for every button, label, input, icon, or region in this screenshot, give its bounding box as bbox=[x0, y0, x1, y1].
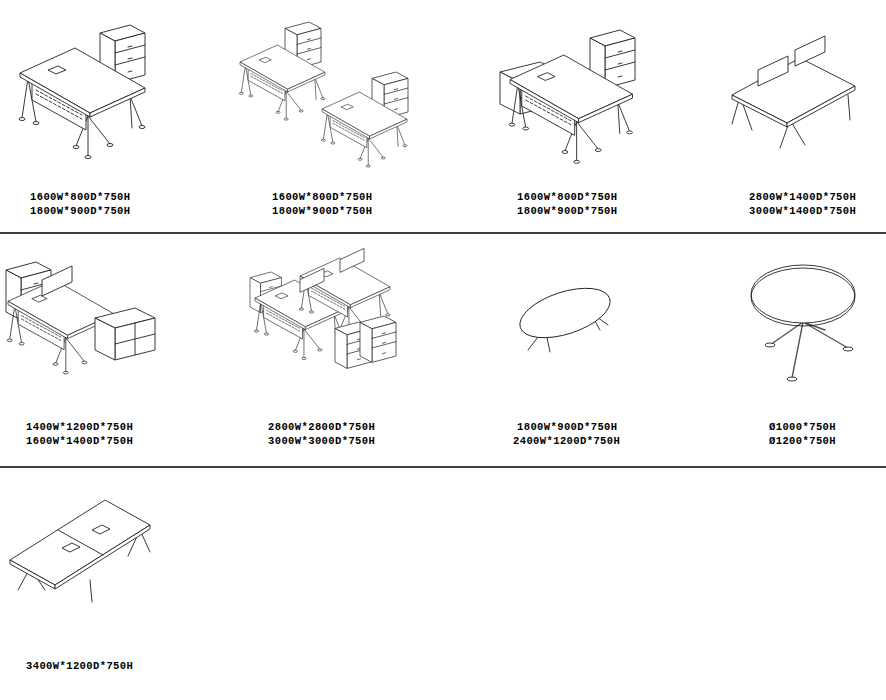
dimension-label: Ø1200*750H bbox=[769, 435, 836, 448]
desk-set-1 bbox=[19, 25, 145, 159]
dimension-label: 2800W*1400D*750H bbox=[749, 191, 856, 204]
drawing-stroke bbox=[514, 279, 616, 348]
drawing-stroke bbox=[787, 86, 855, 127]
dimension-label: 1600W*800D*750H bbox=[272, 191, 373, 204]
dimension-label: 1800W*900D*750H bbox=[272, 205, 373, 218]
drawing-stroke bbox=[765, 343, 775, 347]
drawing-stroke bbox=[787, 377, 797, 381]
dimension-label: 3000W*3000D*750H bbox=[268, 435, 375, 448]
dimension-label: 1800W*900D*750H bbox=[30, 205, 131, 218]
drawing-stroke bbox=[300, 268, 324, 292]
drawing-stroke bbox=[843, 347, 853, 351]
dimension-label: 1600W*800D*750H bbox=[30, 191, 131, 204]
drawing-stroke bbox=[360, 316, 396, 362]
round-table bbox=[751, 265, 855, 381]
drawing-stroke bbox=[42, 266, 72, 296]
drawing-stroke bbox=[340, 248, 364, 272]
dimension-label: 1800W*900D*750H bbox=[517, 205, 618, 218]
drawing-stroke bbox=[321, 92, 407, 167]
drawing-stroke bbox=[751, 265, 855, 323]
dimension-label: 2800W*2800D*750H bbox=[268, 421, 375, 434]
dimension-label: 3000W*1400D*750H bbox=[749, 205, 856, 218]
drawing-stroke bbox=[10, 560, 55, 589]
dimension-label: 2400W*1200D*750H bbox=[513, 435, 620, 448]
drawing-stroke bbox=[95, 308, 155, 360]
drawing-stroke bbox=[758, 56, 788, 86]
drawing-stroke bbox=[770, 322, 848, 378]
drawing-stroke bbox=[58, 530, 103, 555]
row-divider bbox=[0, 232, 886, 234]
dimension-label: 1600W*1400D*750H bbox=[26, 435, 133, 448]
desk-set-3 bbox=[500, 30, 635, 163]
boat-conference-table bbox=[10, 500, 150, 602]
drawing-stroke bbox=[732, 95, 787, 127]
dimension-label: 1400W*1200D*750H bbox=[26, 421, 133, 434]
row-divider bbox=[0, 466, 886, 468]
drawing-stroke bbox=[92, 525, 110, 534]
bench-desk bbox=[732, 36, 855, 148]
oval-table bbox=[514, 279, 616, 352]
drawing-stroke bbox=[55, 525, 150, 589]
drawing-stroke bbox=[732, 58, 855, 123]
drawing-stroke bbox=[62, 543, 80, 552]
workstation-cluster bbox=[250, 248, 396, 368]
dimension-label: Ø1000*750H bbox=[769, 421, 836, 434]
desk-set-2 bbox=[239, 22, 408, 167]
dimension-label: 3400W*1200D*750H bbox=[26, 660, 133, 673]
drawing-stroke bbox=[751, 268, 855, 326]
dimension-label: 1600W*800D*750H bbox=[517, 191, 618, 204]
drawing-stroke bbox=[19, 48, 145, 159]
drawing-stroke bbox=[509, 55, 632, 163]
dimension-label: 1800W*900D*750H bbox=[517, 421, 618, 434]
drawing-stroke bbox=[795, 36, 825, 66]
workstation-1 bbox=[6, 262, 155, 374]
drawing-stroke bbox=[239, 45, 325, 120]
